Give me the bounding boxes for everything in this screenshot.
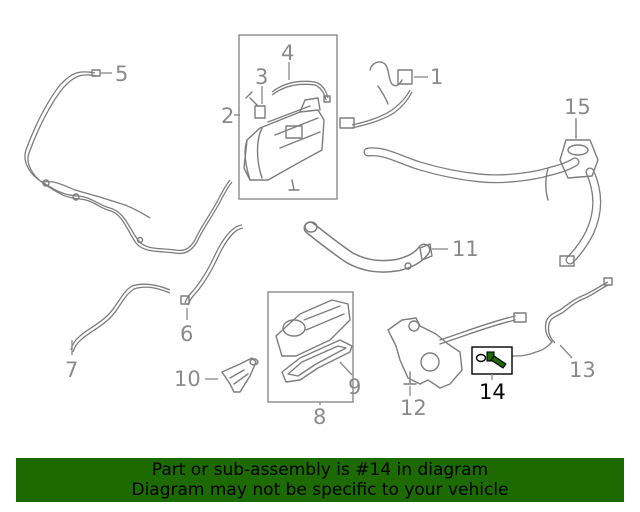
part-10-hose[interactable]: [221, 357, 259, 393]
leader-13: [559, 344, 573, 359]
callout-9[interactable]: 9: [348, 375, 361, 399]
part-12-pump[interactable]: [387, 312, 527, 389]
part-7-tube[interactable]: [70, 283, 171, 353]
callout-15[interactable]: 15: [564, 95, 591, 119]
part-6-tube[interactable]: [180, 224, 244, 306]
part-15-purge-valve[interactable]: [363, 119, 602, 267]
callout-4[interactable]: 4: [281, 41, 294, 65]
part-8-separator[interactable]: [275, 299, 351, 357]
banner-line-1: Part or sub-assembly is #14 in diagram: [151, 460, 489, 480]
callout-8[interactable]: 8: [313, 405, 326, 429]
part-4-hose[interactable]: [271, 80, 331, 103]
leader-9: [339, 361, 353, 376]
part-11-hose[interactable]: [303, 221, 433, 273]
part-3-valve[interactable]: [245, 91, 266, 119]
callout-11[interactable]: 11: [452, 237, 479, 261]
part-9-gasket[interactable]: [281, 339, 353, 383]
callout-5[interactable]: 5: [115, 62, 128, 86]
part-14-highlight[interactable]: [471, 346, 513, 375]
callout-3[interactable]: 3: [255, 65, 268, 89]
callout-1[interactable]: 1: [430, 65, 443, 89]
parts-diagram: 5 2 3 4 1: [24, 34, 613, 429]
part-2-canister[interactable]: [243, 97, 325, 191]
callout-6[interactable]: 6: [180, 322, 193, 346]
info-banner: Part or sub-assembly is #14 in diagram D…: [16, 458, 624, 502]
callout-7[interactable]: 7: [65, 358, 78, 382]
part-13-tube[interactable]: [511, 277, 613, 357]
callout-14[interactable]: 14: [479, 380, 506, 404]
callout-10[interactable]: 10: [174, 367, 201, 391]
callout-13[interactable]: 13: [569, 358, 596, 382]
assembly-box-8: [267, 291, 354, 403]
assembly-box-2: [238, 34, 338, 200]
part-5-tube[interactable]: [24, 69, 233, 255]
banner-line-2: Diagram may not be specific to your vehi…: [131, 480, 509, 500]
callout-12[interactable]: 12: [400, 396, 427, 420]
part-1-sensor[interactable]: [339, 61, 413, 129]
callout-2[interactable]: 2: [221, 104, 234, 128]
